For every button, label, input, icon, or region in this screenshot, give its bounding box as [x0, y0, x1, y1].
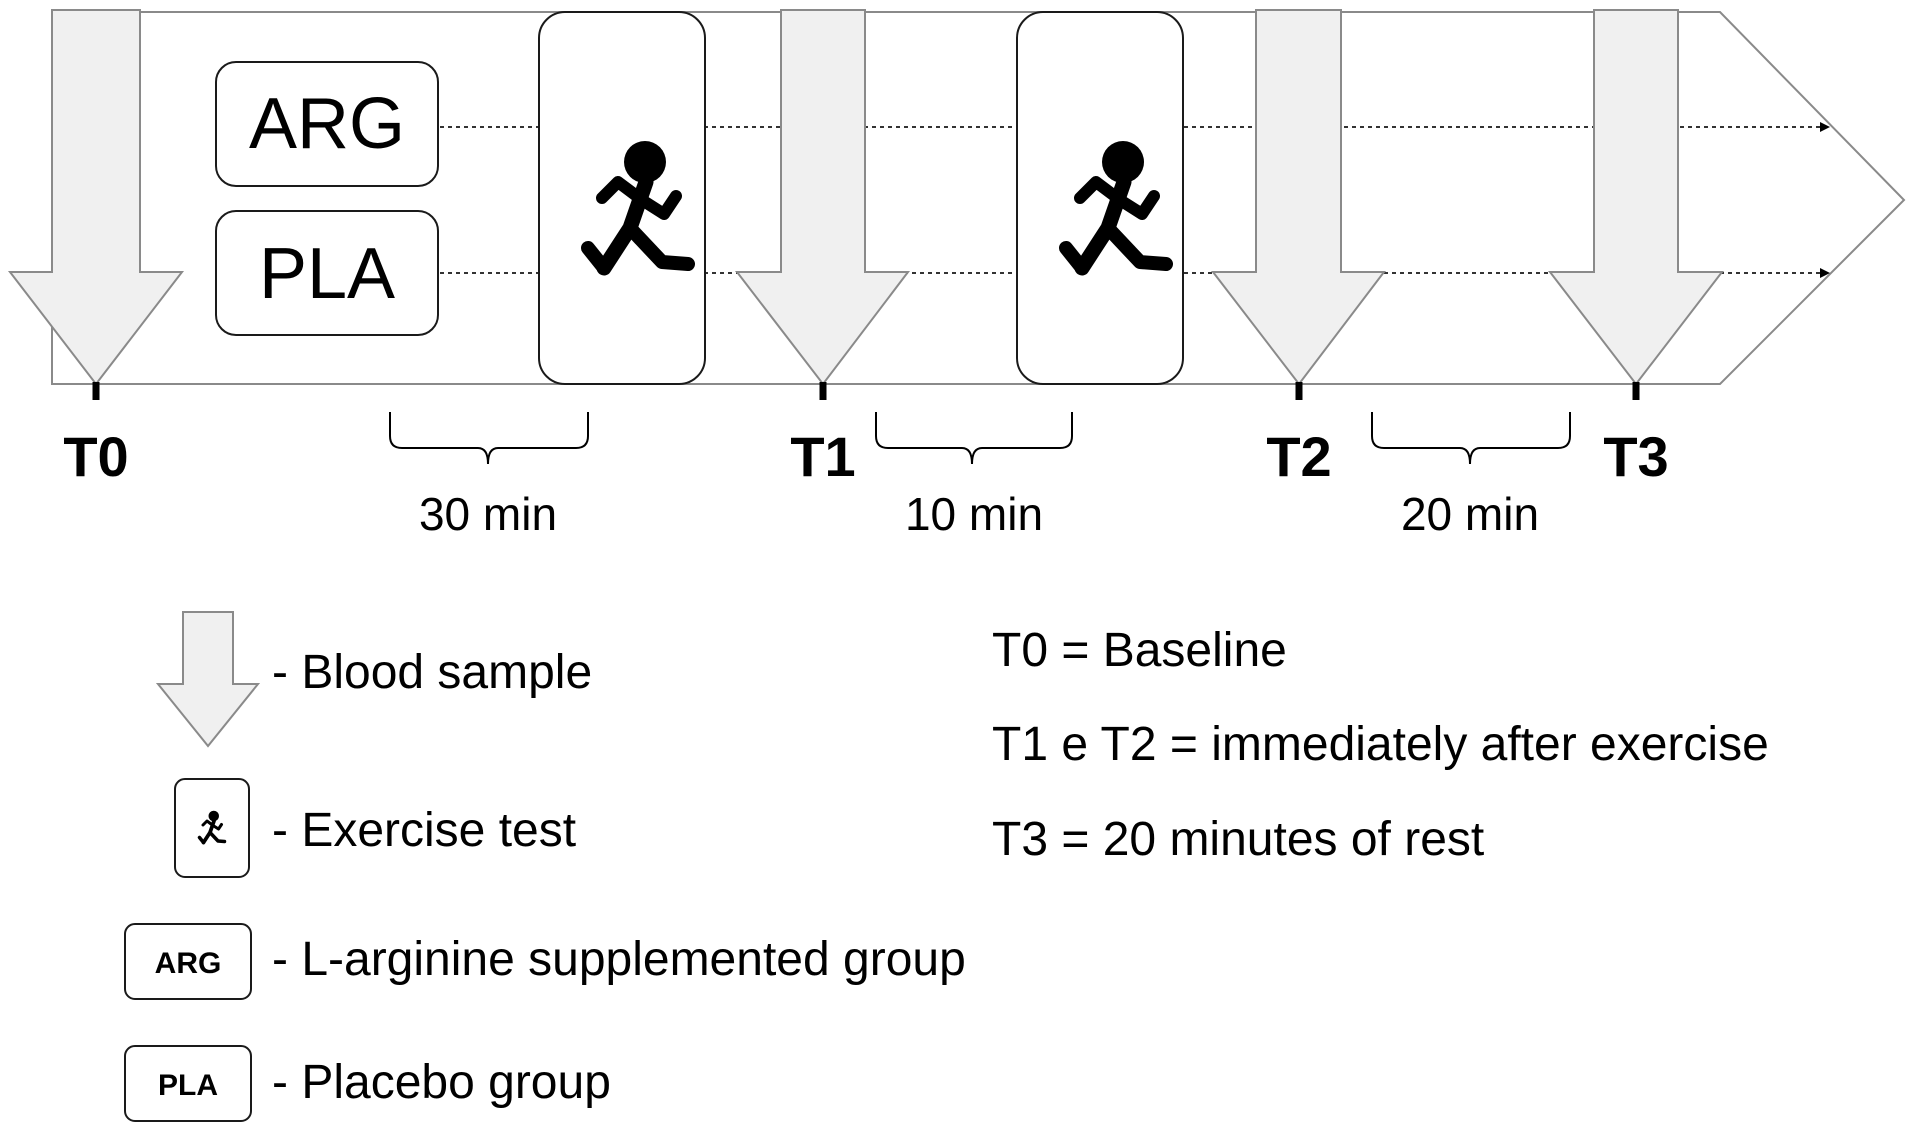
legend: - Blood sample - Exercise test ARG - L-a… [124, 611, 966, 1122]
arg-group-label: ARG [249, 84, 405, 164]
timepoint-label-t2: T2 [1266, 425, 1331, 488]
duration-label-30-min: 30 min [419, 488, 557, 540]
timepoint-label-t3: T3 [1603, 425, 1668, 488]
timepoint-label-t1: T1 [790, 425, 855, 488]
blood-sample-legend-icon [155, 611, 261, 748]
timepoint-label-t0: T0 [63, 425, 128, 488]
pla-group-label: PLA [259, 234, 395, 314]
pla-legend-label: - Placebo group [272, 1056, 611, 1109]
blood-sample-arrow-t2 [1210, 9, 1387, 386]
definition-t0: T0 = Baseline [992, 624, 1287, 677]
pla-line-arrowhead [1820, 268, 1830, 278]
exercise-test-box-2 [1016, 11, 1184, 385]
arg-legend-box: ARG [124, 923, 252, 1000]
duration-label-10-min: 10 min [905, 488, 1043, 540]
blood-sample-arrow-t3 [1547, 9, 1725, 386]
definition-t1-t2: T1 e T2 = immediately after exercise [992, 718, 1769, 771]
arg-line-arrowhead [1820, 122, 1830, 132]
timepoint-definitions: T0 = Baseline T1 e T2 = immediately afte… [992, 624, 1769, 866]
arg-group-box: ARG [215, 61, 439, 187]
duration-brace-20-min [1371, 412, 1571, 465]
exercise-test-legend-label: - Exercise test [272, 804, 576, 857]
blood-sample-legend-label: - Blood sample [272, 646, 592, 699]
blood-sample-arrow-t1 [734, 9, 911, 386]
pla-group-box: PLA [215, 210, 439, 336]
duration-brace-10-min [875, 412, 1073, 465]
pla-legend-box-label: PLA [158, 1069, 218, 1102]
duration-label-20-min: 20 min [1401, 488, 1539, 540]
exercise-test-box-1 [538, 11, 706, 385]
exercise-test-legend-icon [174, 778, 250, 878]
definition-t3: T3 = 20 minutes of rest [992, 813, 1484, 866]
blood-sample-arrow-t0 [7, 9, 185, 386]
arg-legend-label: - L-arginine supplemented group [272, 933, 966, 986]
duration-brace-30-min [389, 412, 589, 465]
arg-legend-box-label: ARG [155, 947, 222, 980]
pla-legend-box: PLA [124, 1045, 252, 1122]
